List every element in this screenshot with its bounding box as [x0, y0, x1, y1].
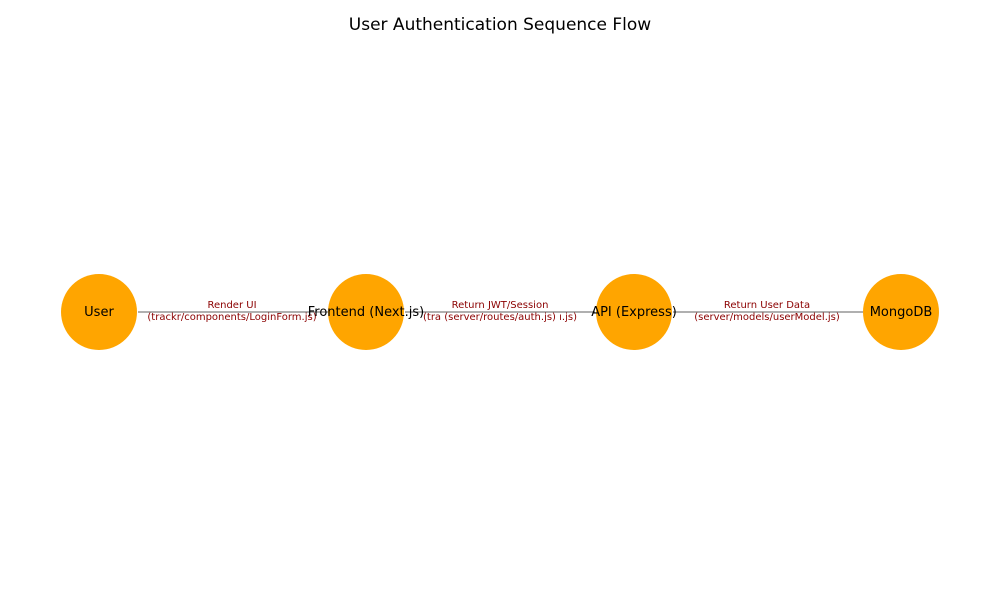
- node-api[interactable]: [596, 274, 672, 350]
- edge-label-api-mongodb-line1: Return User Data: [724, 300, 810, 311]
- node-mongodb[interactable]: [863, 274, 939, 350]
- node-label-mongodb: MongoDB: [870, 305, 933, 320]
- node-frontend[interactable]: [328, 274, 404, 350]
- node-labels-layer: User Frontend (Next.js) API (Express) Mo…: [84, 305, 932, 320]
- edge-label-user-frontend-line2: (trackr/components/LoginForm.js): [147, 312, 316, 323]
- diagram-title: User Authentication Sequence Flow: [349, 15, 652, 35]
- edge-label-user-frontend-line1: Render UI: [207, 300, 256, 311]
- node-user[interactable]: [61, 274, 137, 350]
- node-label-frontend: Frontend (Next.js): [308, 305, 424, 320]
- nodes-layer: [61, 274, 939, 350]
- edge-label-frontend-api-line2: (tra (server/routes/auth.js) ı.js): [423, 312, 577, 323]
- edge-label-frontend-api-line1: Return JWT/Session: [452, 300, 549, 311]
- edge-label-api-mongodb-line2: (server/models/userModel.js): [694, 312, 840, 323]
- node-label-user: User: [84, 305, 114, 320]
- edge-labels-layer: Render UI (trackr/components/LoginForm.j…: [147, 300, 839, 323]
- node-label-api: API (Express): [591, 305, 677, 320]
